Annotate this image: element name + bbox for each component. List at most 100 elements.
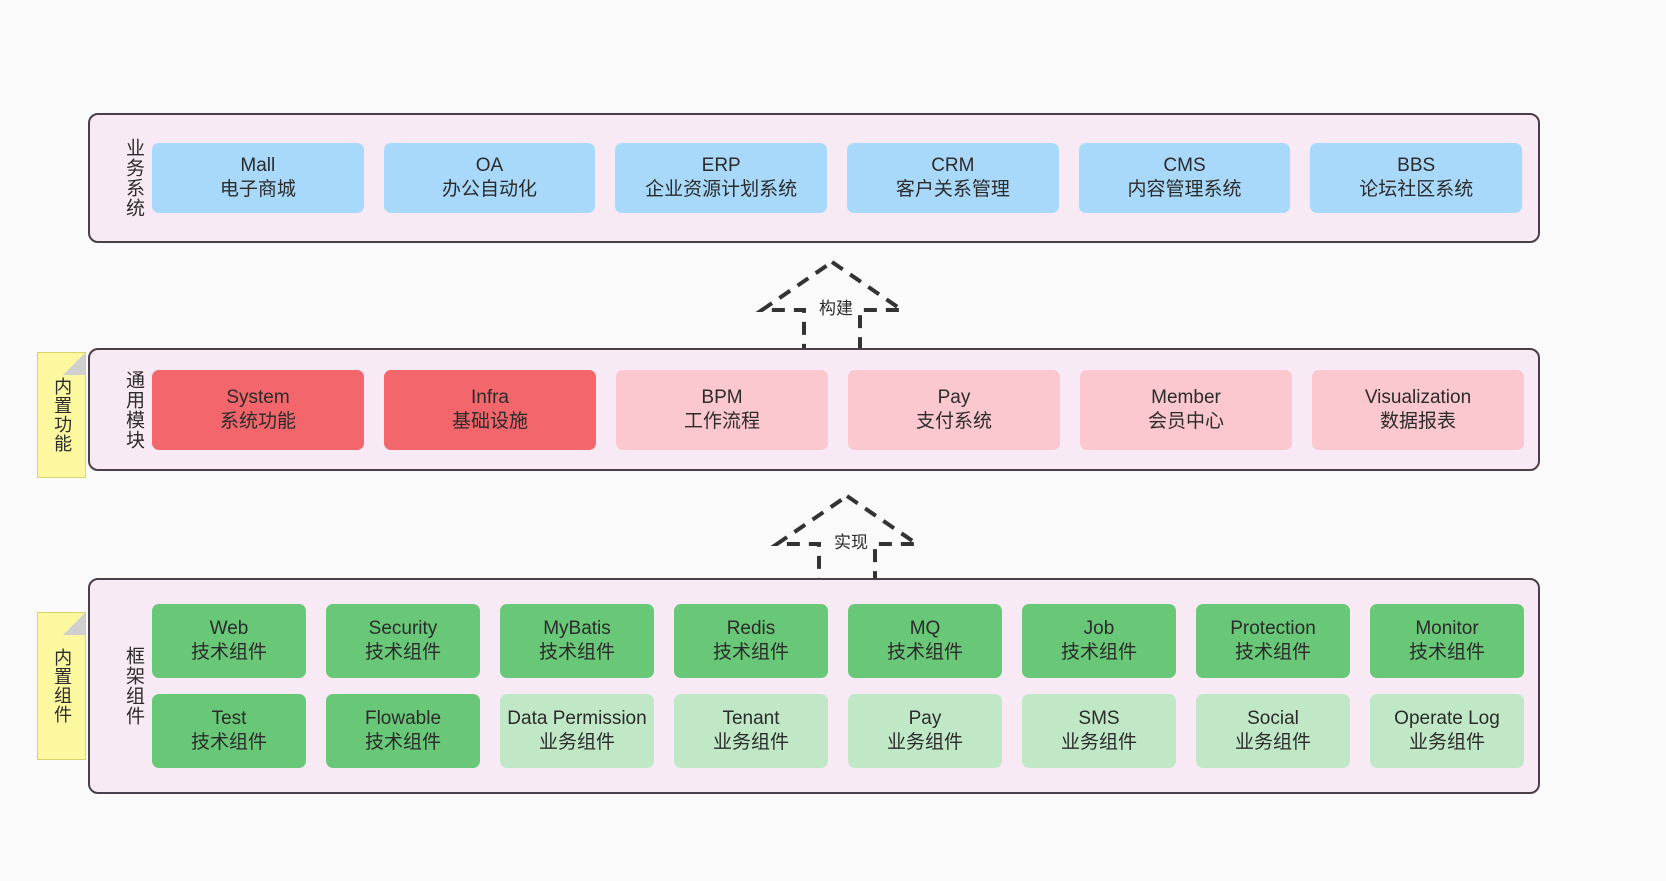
node-bbs-name: BBS: [1397, 155, 1436, 177]
node-pay-component[interactable]: Pay 业务组件: [848, 694, 1002, 768]
node-oa-name: OA: [475, 155, 504, 177]
node-crm[interactable]: CRM 客户关系管理: [847, 143, 1059, 213]
node-flowable[interactable]: Flowable 技术组件: [326, 694, 480, 768]
node-erp[interactable]: ERP 企业资源计划系统: [615, 143, 828, 213]
node-infra[interactable]: Infra 基础设施: [384, 369, 596, 450]
node-system[interactable]: System 系统功能: [152, 369, 364, 450]
node-cms[interactable]: CMS 内容管理系统: [1078, 143, 1291, 213]
node-mall[interactable]: Mall 电子商城: [152, 143, 364, 213]
node-sms-name: SMS: [1078, 708, 1120, 730]
note-builtin-features: 内置功能: [37, 352, 86, 478]
node-protection[interactable]: Protection 技术组件: [1196, 604, 1350, 678]
node-crm-desc: 客户关系管理: [895, 179, 1010, 200]
node-redis[interactable]: Redis 技术组件: [674, 604, 828, 678]
node-oa-desc: 办公自动化: [442, 179, 538, 200]
node-monitor-name: Monitor: [1415, 618, 1479, 640]
node-bpm-name: BPM: [701, 386, 743, 408]
node-system-name: System: [226, 386, 290, 408]
node-bbs[interactable]: BBS 论坛社区系统: [1310, 143, 1523, 213]
node-redis-name: Redis: [726, 618, 776, 640]
node-mybatis-desc: 技术组件: [538, 642, 615, 663]
connector-implement: 实现: [770, 492, 924, 590]
node-mybatis[interactable]: MyBatis 技术组件: [500, 604, 654, 678]
layer-framework-title: 框架组件: [123, 646, 144, 726]
node-infra-desc: 基础设施: [451, 410, 528, 432]
node-data-permission-desc: 业务组件: [538, 732, 615, 753]
node-pay-module-name: Pay: [937, 386, 971, 408]
node-social-desc: 业务组件: [1234, 732, 1311, 753]
node-mq[interactable]: MQ 技术组件: [848, 604, 1002, 678]
node-cms-desc: 内容管理系统: [1127, 179, 1242, 200]
node-visualization-name: Visualization: [1364, 386, 1472, 408]
implement-arrow-shape: [770, 493, 924, 588]
connector-build-label: 构建: [819, 299, 853, 318]
node-operate-log[interactable]: Operate Log 业务组件: [1370, 694, 1524, 768]
node-job-name: Job: [1083, 618, 1115, 640]
node-security[interactable]: Security 技术组件: [326, 604, 480, 678]
node-mq-desc: 技术组件: [886, 642, 963, 663]
node-mall-desc: 电子商城: [219, 179, 296, 200]
node-cms-name: CMS: [1163, 155, 1206, 177]
layer-business-body: Mall 电子商城 OA 办公自动化 ERP 企业资源计划系统 CRM 客户关系…: [144, 143, 1538, 213]
build-arrow-shape: [755, 259, 909, 354]
layer-business-systems: 业务系统 Mall 电子商城 OA 办公自动化 ERP 企业资源计划系统 CRM…: [88, 113, 1540, 243]
node-visualization-desc: 数据报表: [1379, 410, 1456, 432]
node-pay-component-desc: 业务组件: [886, 732, 963, 753]
node-test[interactable]: Test 技术组件: [152, 694, 306, 768]
node-flowable-name: Flowable: [364, 708, 442, 730]
node-mybatis-name: MyBatis: [543, 618, 611, 640]
node-social[interactable]: Social 业务组件: [1196, 694, 1350, 768]
node-monitor-desc: 技术组件: [1408, 642, 1485, 663]
node-crm-name: CRM: [931, 155, 975, 177]
node-bbs-desc: 论坛社区系统: [1359, 179, 1474, 200]
node-job[interactable]: Job 技术组件: [1022, 604, 1176, 678]
node-social-name: Social: [1247, 708, 1299, 730]
note-builtin-components: 内置组件: [37, 612, 86, 760]
node-test-name: Test: [211, 708, 247, 730]
node-mall-name: Mall: [240, 155, 276, 177]
node-pay-component-name: Pay: [908, 708, 942, 730]
node-member-desc: 会员中心: [1147, 410, 1224, 432]
node-web[interactable]: Web 技术组件: [152, 604, 306, 678]
layer-modules-title: 通用模块: [123, 369, 144, 450]
node-data-permission-name: Data Permission: [507, 708, 647, 730]
node-mq-name: MQ: [909, 618, 941, 640]
node-security-desc: 技术组件: [364, 642, 441, 663]
node-test-desc: 技术组件: [190, 732, 267, 753]
layer-business-title: 业务系统: [123, 138, 144, 218]
business-row: Mall 电子商城 OA 办公自动化 ERP 企业资源计划系统 CRM 客户关系…: [152, 143, 1523, 213]
node-data-permission[interactable]: Data Permission 业务组件: [500, 694, 654, 768]
layer-modules-body: System 系统功能 Infra 基础设施 BPM 工作流程 Pay 支付系统…: [144, 369, 1538, 450]
node-sms[interactable]: SMS 业务组件: [1022, 694, 1176, 768]
node-tenant-desc: 业务组件: [712, 732, 789, 753]
node-tenant[interactable]: Tenant 业务组件: [674, 694, 828, 768]
framework-row-1: Web 技术组件 Security 技术组件 MyBatis 技术组件 Redi…: [152, 604, 1524, 678]
node-visualization[interactable]: Visualization 数据报表: [1312, 369, 1524, 450]
node-operate-log-name: Operate Log: [1394, 708, 1500, 730]
framework-row-2: Test 技术组件 Flowable 技术组件 Data Permission …: [152, 694, 1524, 768]
node-bpm-desc: 工作流程: [683, 410, 760, 432]
node-sms-desc: 业务组件: [1060, 732, 1137, 753]
node-redis-desc: 技术组件: [712, 642, 789, 663]
node-tenant-name: Tenant: [722, 708, 780, 730]
node-bpm[interactable]: BPM 工作流程: [616, 369, 828, 450]
node-protection-desc: 技术组件: [1234, 642, 1311, 663]
node-member-name: Member: [1151, 386, 1221, 408]
node-erp-name: ERP: [701, 155, 741, 177]
node-infra-name: Infra: [470, 386, 510, 408]
node-pay-module[interactable]: Pay 支付系统: [848, 369, 1060, 450]
modules-row: System 系统功能 Infra 基础设施 BPM 工作流程 Pay 支付系统…: [152, 369, 1524, 450]
node-oa[interactable]: OA 办公自动化: [383, 143, 596, 213]
node-operate-log-desc: 业务组件: [1408, 732, 1485, 753]
node-member[interactable]: Member 会员中心: [1080, 369, 1292, 450]
layer-framework-body: Web 技术组件 Security 技术组件 MyBatis 技术组件 Redi…: [144, 604, 1538, 768]
node-job-desc: 技术组件: [1060, 642, 1137, 663]
connector-implement-label: 实现: [834, 533, 868, 552]
node-erp-desc: 企业资源计划系统: [645, 179, 798, 200]
layer-framework-components: 框架组件 Web 技术组件 Security 技术组件 MyBatis 技术组件…: [88, 578, 1540, 794]
node-security-name: Security: [368, 618, 438, 640]
node-monitor[interactable]: Monitor 技术组件: [1370, 604, 1524, 678]
node-flowable-desc: 技术组件: [364, 732, 441, 753]
connector-build: 构建: [755, 258, 909, 356]
